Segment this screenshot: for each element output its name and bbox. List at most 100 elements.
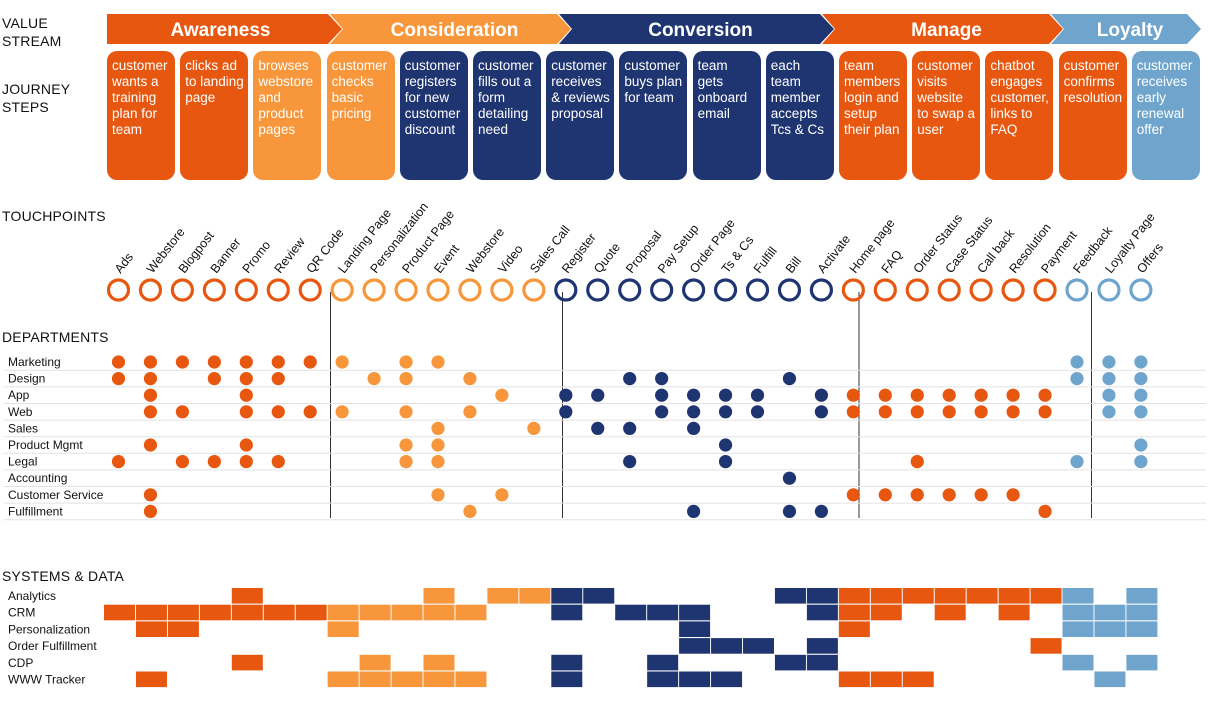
system-cell — [359, 671, 391, 688]
touchpoint-ring — [426, 278, 450, 302]
department-dot — [239, 455, 253, 469]
department-dot — [239, 355, 253, 369]
system-cell — [902, 671, 934, 688]
touchpoint-ring — [234, 278, 258, 302]
system-cell — [647, 654, 679, 671]
department-dot — [782, 504, 797, 518]
stage-arrow-conversion — [559, 14, 834, 44]
system-cell — [647, 604, 679, 621]
department-dot — [335, 405, 349, 419]
system-cell — [423, 654, 455, 671]
department-dot — [271, 355, 285, 369]
department-dot — [303, 355, 317, 369]
department-dot — [175, 455, 189, 469]
system-cell — [870, 671, 902, 688]
department-dot — [910, 388, 924, 402]
system-cell — [1062, 654, 1094, 671]
department-dot — [367, 372, 381, 386]
department-label: App — [8, 388, 30, 402]
system-cell — [263, 604, 295, 621]
touchpoint-label: Bill — [783, 254, 804, 276]
system-cell — [295, 604, 327, 621]
system-label: Order Fulfillment — [8, 639, 97, 653]
touchpoint-ring — [873, 278, 897, 302]
touchpoint-ring — [618, 278, 642, 302]
touchpoint-label: Review — [272, 234, 309, 276]
department-dot — [399, 405, 413, 419]
touchpoint-ring — [937, 278, 961, 302]
department-dot — [463, 372, 477, 386]
system-cell — [327, 621, 359, 637]
department-dot — [271, 372, 285, 386]
stage-title-manage: Manage — [911, 20, 982, 41]
department-dot — [910, 405, 924, 419]
department-dot — [591, 421, 605, 435]
system-cell — [104, 604, 135, 621]
department-label: Marketing — [8, 355, 61, 369]
department-dot — [910, 455, 924, 469]
system-cell — [327, 604, 359, 621]
system-cell — [391, 604, 423, 621]
system-label: WWW Tracker — [8, 673, 85, 687]
department-dot — [111, 455, 126, 469]
stage-arrow-consideration — [330, 14, 571, 44]
touchpoint-ring — [1065, 278, 1089, 302]
system-cell — [838, 621, 870, 637]
department-dot — [1102, 355, 1116, 369]
touchpoint-label: Quote — [591, 240, 623, 275]
system-cell — [966, 588, 998, 604]
department-dot — [271, 405, 285, 419]
journey-step: customer checks basic pricing — [326, 51, 395, 180]
system-label: Personalization — [8, 622, 90, 636]
system-cell — [455, 604, 487, 621]
department-dot — [687, 504, 701, 518]
touchpoint-ring — [458, 278, 482, 302]
system-cell — [870, 588, 902, 604]
department-dot — [1038, 405, 1052, 419]
department-dot — [143, 504, 158, 518]
department-dot — [463, 405, 477, 419]
department-dot — [655, 372, 669, 386]
department-dot — [1134, 455, 1148, 469]
department-dot — [239, 372, 253, 386]
journey-step: customer fills out a form detailing need — [473, 51, 541, 180]
department-dot — [814, 405, 829, 419]
department-dot — [942, 488, 956, 502]
department-dot — [718, 438, 733, 452]
department-dot — [399, 455, 413, 469]
touchpoint-label: Fulfill — [751, 244, 780, 276]
system-cell — [743, 638, 774, 654]
system-cell — [487, 588, 519, 604]
system-label: CRM — [8, 606, 35, 620]
system-cell — [774, 588, 806, 604]
journey-step: team members login and setup their plan — [839, 51, 907, 180]
department-dot — [782, 372, 797, 386]
system-cell — [806, 604, 838, 621]
department-dot — [846, 488, 860, 502]
department-dot — [175, 355, 189, 369]
department-dot — [974, 405, 988, 419]
touchpoint-ring — [905, 278, 929, 302]
journey-step: customer receives & reviews proposal — [546, 51, 615, 180]
system-cell — [519, 588, 551, 604]
department-dot — [495, 388, 509, 402]
department-dot — [782, 471, 797, 485]
department-dot — [431, 488, 445, 502]
department-dot — [687, 405, 701, 419]
department-dot — [1134, 405, 1148, 419]
journey-step: clicks ad to landing page — [180, 51, 249, 180]
department-dot — [974, 488, 988, 502]
touchpoint-ring — [138, 278, 163, 302]
touchpoint-label: Activate — [815, 232, 853, 276]
touchpoint-ring — [586, 278, 610, 302]
department-dot — [111, 355, 126, 369]
department-dot — [1070, 372, 1084, 386]
system-cell — [679, 604, 711, 621]
department-dot — [878, 488, 892, 502]
department-dot — [846, 388, 860, 402]
touchpoint-ring — [330, 278, 354, 302]
department-dot — [399, 355, 413, 369]
system-cell — [391, 671, 423, 688]
journey-step: chatbot engages customer, links to FAQ — [985, 51, 1054, 180]
touchpoint-ring — [713, 278, 738, 302]
